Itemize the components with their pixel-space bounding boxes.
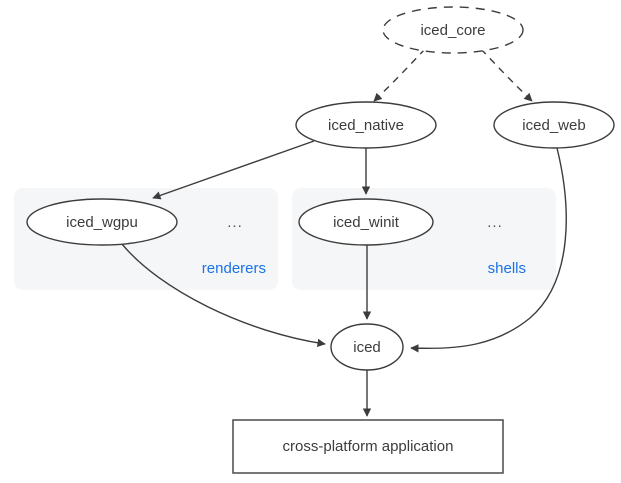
- node-cross-platform-application[interactable]: cross-platform application: [232, 419, 504, 474]
- node-iced-shape: [330, 323, 404, 371]
- edge-core-to-native: [373, 48, 426, 102]
- node-iced-wgpu[interactable]: iced_wgpu: [26, 198, 178, 246]
- node-iced[interactable]: iced: [330, 323, 404, 371]
- cluster-shells-ellipsis: ...: [487, 214, 503, 231]
- node-iced-native[interactable]: iced_native: [295, 101, 437, 149]
- edge-wgpu-to-iced: [121, 243, 326, 348]
- node-iced-core-label: iced_core: [420, 22, 485, 39]
- node-cross-platform-application-label: cross-platform application: [283, 438, 454, 455]
- edge-core-to-web: [480, 48, 533, 102]
- cluster-renderers-ellipsis: ...: [227, 214, 243, 231]
- node-iced-wgpu-shape: [26, 198, 178, 246]
- node-iced-web[interactable]: iced_web: [493, 101, 615, 149]
- node-iced-core-shape: [382, 6, 524, 54]
- cluster-renderers-label: renderers: [202, 260, 266, 277]
- node-iced-native-label: iced_native: [328, 117, 404, 134]
- node-iced-web-label: iced_web: [522, 117, 585, 134]
- node-iced-core[interactable]: iced_core: [382, 6, 524, 54]
- edge-native-to-wgpu: [152, 140, 315, 200]
- edge-web-to-iced: [410, 147, 567, 353]
- node-iced-label: iced: [353, 339, 381, 356]
- cluster-shells-label: shells: [488, 260, 526, 277]
- node-cross-platform-application-shape: [232, 419, 504, 474]
- node-iced-winit[interactable]: iced_winit: [298, 198, 434, 246]
- node-iced-web-shape: [493, 101, 615, 149]
- node-iced-winit-label: iced_winit: [333, 214, 400, 231]
- node-iced-native-shape: [295, 101, 437, 149]
- node-iced-winit-shape: [298, 198, 434, 246]
- node-iced-wgpu-label: iced_wgpu: [66, 214, 138, 231]
